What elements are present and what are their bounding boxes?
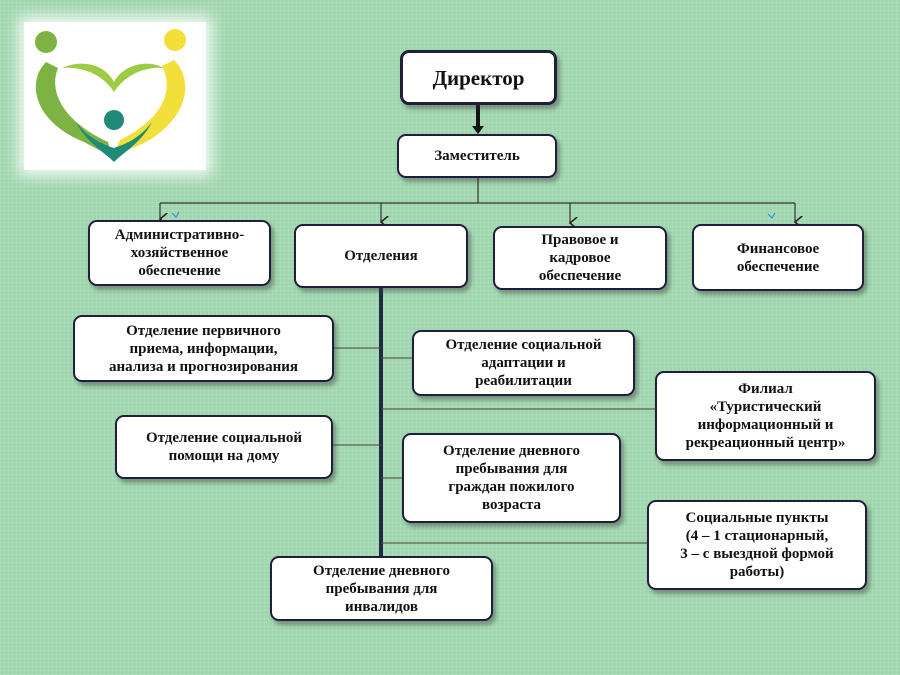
admin-support-box: Административно- хозяйственное обеспечен… [88,220,271,286]
departments-box: Отделения [294,224,468,288]
financial-box: Финансовое обеспечение [692,224,864,291]
legal-hr-box: Правовое и кадровое обеспечение [493,226,667,290]
deputy-box: Заместитель [397,134,557,178]
social-adaptation-box: Отделение социальной адаптации и реабили… [412,330,635,396]
social-points-box: Социальные пункты (4 – 1 стационарный, 3… [647,500,867,590]
tourist-branch-box: Филиал «Туристический информационный и р… [655,371,876,461]
heart-family-logo [24,22,206,170]
primary-reception-box: Отделение первичного приема, информации,… [73,315,334,382]
day-stay-elderly-box: Отделение дневного пребывания для гражда… [402,433,621,523]
director-box: Директор [400,50,557,105]
day-stay-disabled-box: Отделение дневного пребывания для инвали… [270,556,493,621]
home-help-box: Отделение социальной помощи на дому [115,415,333,479]
heart-family-icon [35,29,186,162]
